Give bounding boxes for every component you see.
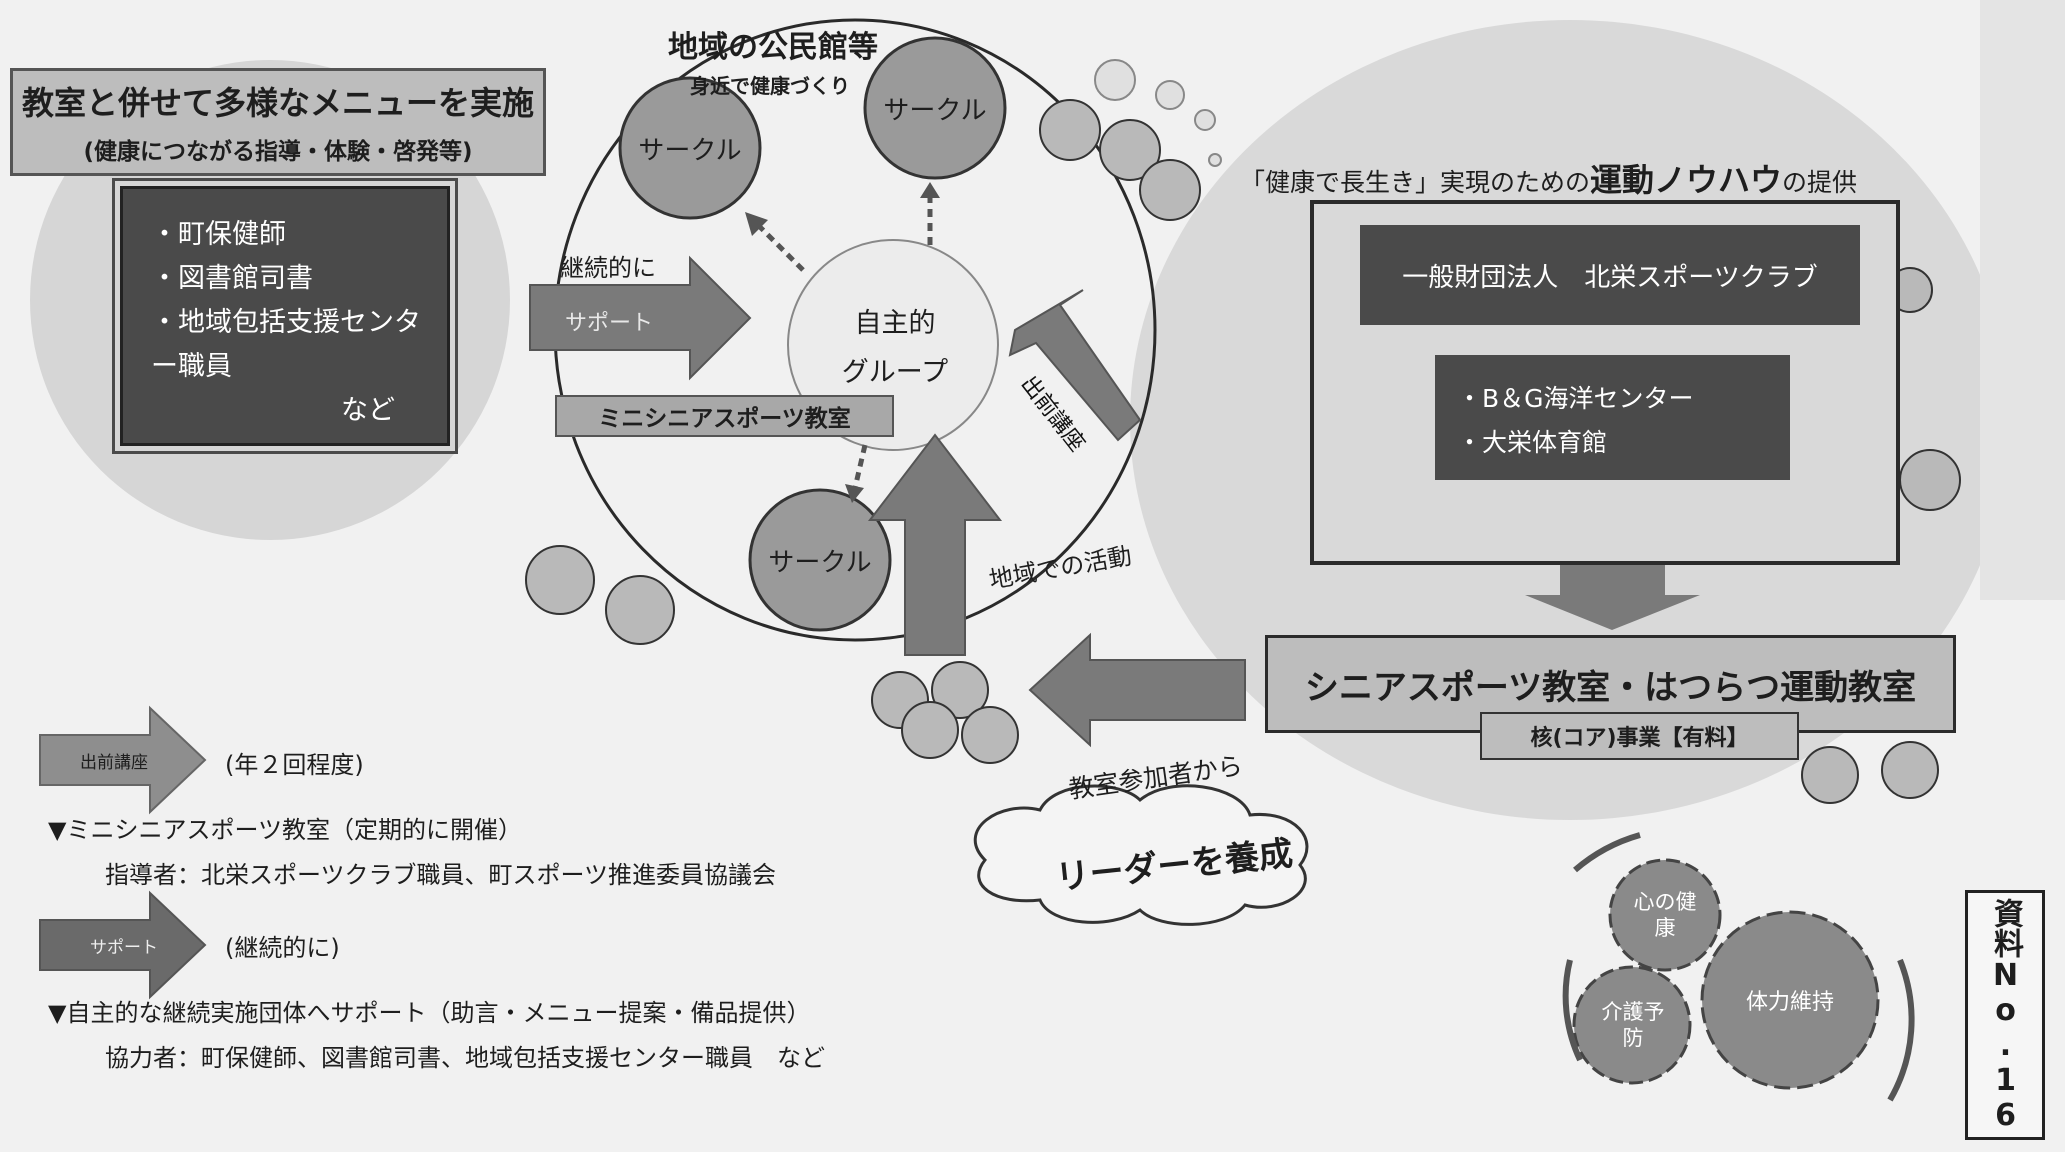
left-panel-header: 教室と併せて多様なメニューを実施 (健康につながる指導・体験・啓発等) bbox=[10, 68, 546, 176]
right-heading-emph: 運動ノウハウ bbox=[1590, 161, 1783, 199]
self-group-label: 自主的 グループ bbox=[800, 300, 990, 390]
legend-support-line: ▼自主的な継続実施団体へサポート（助言・メニュー提案・備品提供） bbox=[48, 999, 811, 1027]
leader-cloud bbox=[973, 784, 1309, 926]
right-panel-heading: 「健康で長生き」実現のための運動ノウハウの提供 bbox=[1240, 155, 1857, 201]
community-subtitle: 身近で健康づくり bbox=[690, 74, 850, 98]
dashed-arrowhead-up-left bbox=[745, 212, 768, 236]
gear-label-mind: 心の健康 bbox=[1633, 890, 1697, 940]
gear-fitness bbox=[1700, 910, 1880, 1090]
staff-item-librarian: ・図書館司書 bbox=[151, 263, 313, 294]
dashed-arrowhead-up bbox=[920, 182, 940, 198]
facilities-box: ・B＆G海洋センター ・大栄体育館 bbox=[1435, 355, 1790, 480]
circle-label-bottom: サークル bbox=[768, 547, 872, 578]
legend-support-freq: (継続的に) bbox=[225, 934, 340, 962]
left-panel-staff-box: ・町保健師 ・図書館司書 ・地域包括支援センタ ー職員 など bbox=[112, 178, 458, 454]
staff-item-nurse: ・町保健師 bbox=[151, 219, 286, 250]
dashed-arrow-down bbox=[852, 444, 868, 489]
outreach-arrow bbox=[1008, 289, 1142, 442]
community-title: 地域の公民館等 bbox=[668, 30, 878, 65]
document-number-tag: 資料No.16 bbox=[1965, 890, 2045, 1140]
legend-outreach-swatch-label: 出前講座 bbox=[80, 753, 148, 773]
circle-group-right bbox=[863, 36, 1007, 180]
cycle-arc-top bbox=[1573, 832, 1641, 873]
legend-classroom-line: ▼ミニシニアスポーツ教室（定期的に開催） bbox=[48, 816, 522, 844]
facility-bg-ocean: ・B＆G海洋センター bbox=[1457, 384, 1694, 413]
circle-group-left bbox=[618, 76, 762, 220]
circle-label-left: サークル bbox=[638, 135, 742, 166]
cycle-arc-right bbox=[1887, 958, 1915, 1102]
right-heading-tail: の提供 bbox=[1782, 168, 1858, 197]
mini-senior-classroom-label: ミニシニアスポーツ教室 bbox=[555, 395, 894, 437]
legend-classroom-instructors: 指導者：北栄スポーツクラブ職員、町スポーツ推進委員協議会 bbox=[105, 861, 777, 889]
gear-mind bbox=[1608, 858, 1722, 972]
bubbles-decoration bbox=[1094, 59, 1222, 167]
background-print-column bbox=[1980, 0, 2065, 600]
legend-support-arrow bbox=[39, 890, 207, 1000]
leader-arrow bbox=[1028, 632, 1246, 748]
gear-label-fitness: 体力維持 bbox=[1745, 990, 1834, 1015]
legend-support-partners: 協力者：町保健師、図書館司書、地域包括支援センター職員 など bbox=[105, 1044, 825, 1072]
dashed-arrow-up-left bbox=[753, 220, 805, 272]
staff-item-etc: など bbox=[341, 395, 395, 426]
self-group-label-line2: グループ bbox=[841, 357, 949, 388]
legend-outreach-arrow bbox=[39, 705, 207, 815]
cycle-arc-left bbox=[1562, 959, 1583, 1062]
dashed-arrowhead-down bbox=[845, 484, 864, 503]
gear-care bbox=[1572, 965, 1692, 1085]
circle-group-bottom bbox=[748, 488, 892, 632]
support-caption: 継続的に bbox=[560, 254, 656, 282]
people-illustration bbox=[525, 99, 1961, 804]
support-arrow-label: サポート bbox=[565, 311, 654, 336]
left-panel-heading: 教室と併せて多様なメニューを実施 bbox=[21, 84, 534, 122]
staff-item-support-center-cont: ー職員 bbox=[151, 351, 232, 382]
staff-item-support-center: ・地域包括支援センタ bbox=[151, 307, 421, 338]
legend-support-swatch-label: サポート bbox=[90, 938, 158, 958]
core-down-arrow bbox=[1525, 565, 1700, 630]
activity-up-arrow bbox=[867, 433, 1003, 656]
left-panel-subheading: (健康につながる指導・体験・啓発等) bbox=[83, 139, 473, 165]
self-group-label-line1: 自主的 bbox=[854, 308, 936, 339]
support-arrow bbox=[529, 255, 752, 381]
right-heading-quote: 「健康で長生き」実現のための bbox=[1240, 168, 1591, 197]
facility-daiei-gym: ・大栄体育館 bbox=[1457, 428, 1608, 457]
legend-outreach-freq: (年２回程度) bbox=[225, 751, 364, 779]
gear-label-care: 介護予防 bbox=[1601, 1000, 1665, 1050]
circle-label-right: サークル bbox=[883, 95, 987, 126]
org-name-box: 一般財団法人 北栄スポーツクラブ bbox=[1360, 225, 1860, 325]
core-tag-box: 核(コア)事業【有料】 bbox=[1480, 712, 1799, 760]
